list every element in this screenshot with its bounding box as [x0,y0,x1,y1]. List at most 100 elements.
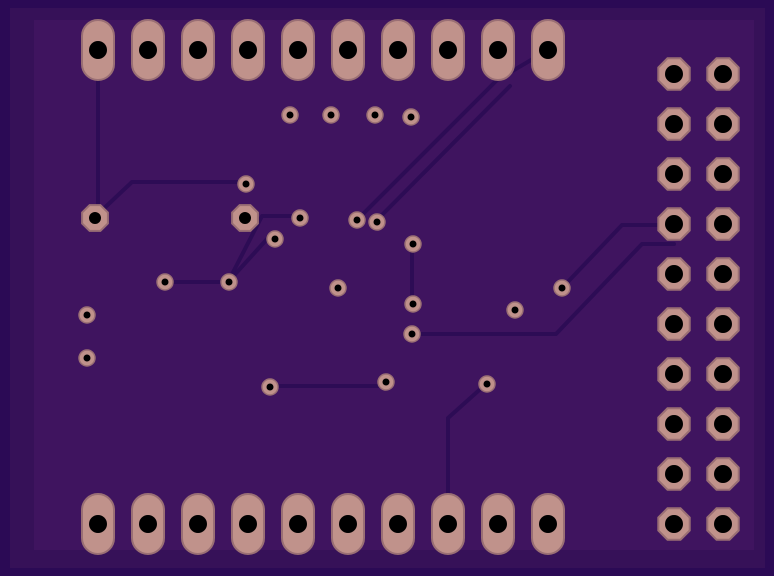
via-14 [404,295,422,313]
right-header-pin-c2-r3-drill [714,165,732,183]
via-6-drill [296,214,304,222]
right-header-pin-c1-r8-drill [665,415,683,433]
via-12 [220,273,238,291]
right-header-pin-c2-r10-drill [714,515,732,533]
bottom-header-pin-4-drill [239,515,257,533]
via-16 [553,279,571,297]
right-header-pin-c2-r9-drill [714,465,732,483]
top-header-pin-6-drill [339,41,357,59]
bottom-header-pin-8-drill [439,515,457,533]
right-header-pin-c1-r8 [657,407,691,441]
right-header-pin-c1-r2 [657,107,691,141]
via-17-drill [83,311,91,319]
via-14-drill [409,300,417,308]
right-header-pin-c1-r2-drill [665,115,683,133]
via-13-drill [334,284,342,292]
trace-11 [375,84,512,222]
bottom-header-pin-8 [431,493,465,555]
via-12-drill [225,278,233,286]
right-header-pin-c2-r6-drill [714,315,732,333]
bottom-header-pin-1 [81,493,115,555]
via-11-drill [161,278,169,286]
right-header-pin-c2-r9 [706,457,740,491]
right-header-pin-c2-r6 [706,307,740,341]
right-header-pin-c2-r1 [706,57,740,91]
via-9 [266,230,284,248]
right-header-pin-c1-r10-drill [665,515,683,533]
via-7-drill [353,216,361,224]
via-19-drill [408,330,416,338]
via-8 [368,213,386,231]
via-18-drill [83,354,91,362]
via-3 [366,106,384,124]
center-through-pad [231,204,259,232]
top-header-pin-5 [281,19,315,81]
right-header-pin-c1-r1-drill [665,65,683,83]
via-22 [478,375,496,393]
bottom-header-pin-10-drill [539,515,557,533]
bottom-header-pin-7-drill [389,515,407,533]
trace-7 [560,223,676,290]
via-4 [402,108,420,126]
bottom-header-pin-2 [131,493,165,555]
via-11 [156,273,174,291]
bottom-header-pin-1-drill [89,515,107,533]
right-header-pin-c1-r3 [657,157,691,191]
top-header-pin-10 [531,19,565,81]
top-header-pin-8 [431,19,465,81]
right-header-pin-c1-r9-drill [665,465,683,483]
right-header-pin-c2-r3 [706,157,740,191]
right-header-pin-c2-r7-drill [714,365,732,383]
via-3-drill [371,111,379,119]
trace-4 [226,214,300,284]
top-header-pin-4 [231,19,265,81]
right-header-pin-c1-r6 [657,307,691,341]
via-13 [329,279,347,297]
bottom-header-pin-5-drill [289,515,307,533]
right-header-pin-c2-r8-drill [714,415,732,433]
top-header-pin-9 [481,19,515,81]
bottom-header-pin-3-drill [189,515,207,533]
via-2-drill [327,111,335,119]
left-through-pad-drill [89,212,101,224]
board-surface [34,20,754,550]
center-through-pad-drill [239,212,251,224]
right-header-pin-c2-r2-drill [714,115,732,133]
left-through-pad [81,204,109,232]
top-header-pin-9-drill [489,41,507,59]
top-header-pin-3-drill [189,41,207,59]
right-header-pin-c1-r1 [657,57,691,91]
via-15 [506,301,524,319]
top-header-pin-2-drill [139,41,157,59]
top-header-pin-10-drill [539,41,557,59]
right-header-pin-c2-r10 [706,507,740,541]
via-2 [322,106,340,124]
trace-2 [96,180,248,216]
right-header-pin-c1-r4-drill [665,215,683,233]
bottom-header-pin-10 [531,493,565,555]
right-header-pin-c2-r2 [706,107,740,141]
right-header-pin-c2-r4 [706,207,740,241]
top-header-pin-7 [381,19,415,81]
right-header-pin-c1-r5-drill [665,265,683,283]
right-header-pin-c1-r6-drill [665,315,683,333]
bottom-header-pin-2-drill [139,515,157,533]
via-21 [377,373,395,391]
via-1 [281,106,299,124]
right-header-pin-c1-r9 [657,457,691,491]
top-header-pin-7-drill [389,41,407,59]
via-7 [348,211,366,229]
right-header-pin-c2-r5-drill [714,265,732,283]
right-header-pin-c2-r5 [706,257,740,291]
right-header-pin-c1-r3-drill [665,165,683,183]
top-header-pin-2 [131,19,165,81]
pads-layer [78,19,740,555]
right-header-pin-c2-r8 [706,407,740,441]
trace-9 [446,382,488,522]
via-5-drill [242,180,250,188]
via-18 [78,349,96,367]
via-8-drill [373,218,381,226]
top-header-pin-5-drill [289,41,307,59]
